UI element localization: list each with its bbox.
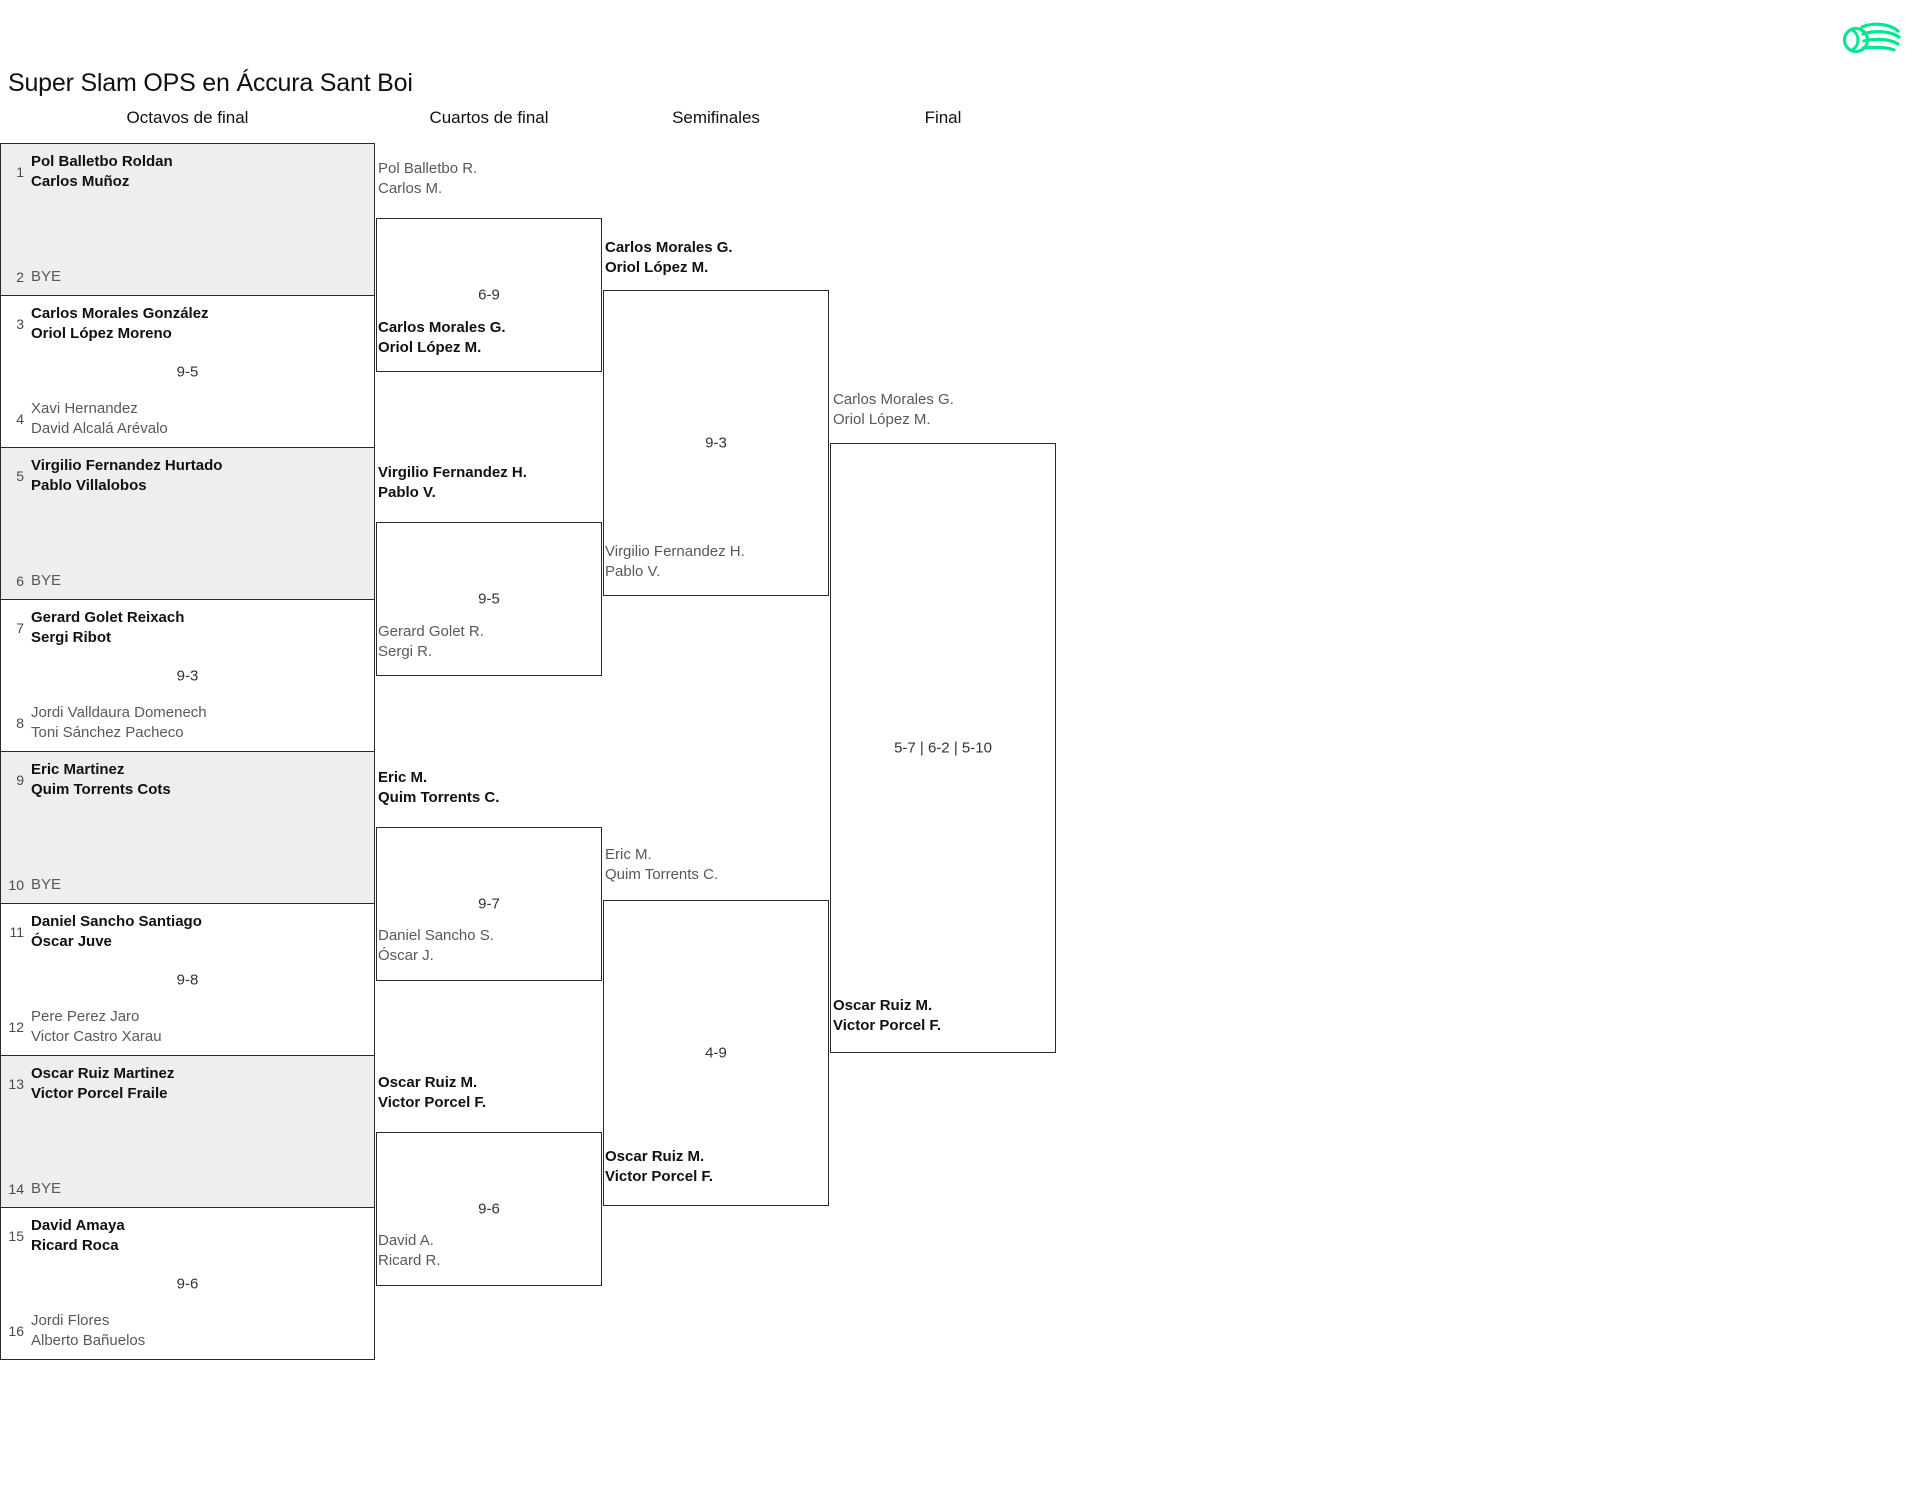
seed-number: 4 — [16, 411, 24, 427]
round-header-cuartos: Cuartos de final — [429, 108, 549, 127]
seed-number: 3 — [16, 316, 24, 332]
match-score: 9-5 — [176, 363, 199, 380]
match-score: 9-6 — [478, 1200, 500, 1218]
seed-number: 12 — [8, 1019, 24, 1035]
team-name: Carlos Morales G. Oriol López M. — [378, 319, 506, 356]
match-score: 9-3 — [705, 434, 727, 452]
match-connector-box-final[interactable]: 5-7 | 6-2 | 5-10 — [830, 443, 1056, 1053]
seed-number: 10 — [8, 877, 24, 893]
match-row[interactable]: 11 Daniel Sancho Santiago Óscar Juve 9-8… — [1, 904, 374, 1056]
team-name: Xavi Hernandez David Alcalá Arévalo — [31, 400, 168, 437]
team-name: David A. Ricard R. — [378, 1232, 441, 1269]
match-row[interactable]: 3 Carlos Morales González Oriol López Mo… — [1, 296, 374, 448]
seed-number: 2 — [16, 269, 24, 285]
team-slot-top[interactable]: 11 Daniel Sancho Santiago Óscar Juve — [1, 912, 374, 952]
team-slot-top[interactable]: 15 David Amaya Ricard Roca — [1, 1216, 374, 1256]
round1-column: 1 Pol Balletbo Roldan Carlos Muñoz 2 BYE… — [0, 143, 375, 1360]
team-slot-bottom[interactable]: 16 Jordi Flores Alberto Bañuelos — [1, 1311, 374, 1351]
team-slot-top[interactable]: 9 Eric Martinez Quim Torrents Cots — [1, 760, 374, 800]
team-name: Pol Balletbo R. Carlos M. — [378, 160, 478, 197]
bye-label: BYE — [31, 572, 62, 589]
team-name: Jordi Flores Alberto Bañuelos — [31, 1312, 146, 1349]
seed-number: 11 — [9, 924, 24, 940]
seed-number: 5 — [16, 468, 24, 484]
team-name: Oscar Ruiz M. Victor Porcel F. — [378, 1074, 487, 1111]
final-score: 5-7 | 6-2 | 5-10 — [894, 739, 992, 757]
seed-number: 14 — [8, 1181, 24, 1197]
team-name: Jordi Valldaura Domenech Toni Sánchez Pa… — [31, 704, 207, 741]
seed-number: 6 — [16, 573, 24, 589]
match-score: 9-8 — [176, 971, 199, 988]
seed-number: 16 — [8, 1323, 24, 1339]
team-slot-bottom[interactable]: 8 Jordi Valldaura Domenech Toni Sánchez … — [1, 703, 374, 743]
seed-number: 9 — [16, 772, 24, 788]
team-name: Eric Martinez Quim Torrents Cots — [31, 761, 171, 798]
team-slot-bottom[interactable]: 2 BYE — [1, 267, 374, 287]
team-name: Gerard Golet Reixach Sergi Ribot — [31, 609, 185, 646]
match-row[interactable]: 5 Virgilio Fernandez Hurtado Pablo Villa… — [1, 448, 374, 600]
team-slot-bottom[interactable]: 12 Pere Perez Jaro Victor Castro Xarau — [1, 1007, 374, 1047]
seed-number: 15 — [8, 1228, 24, 1244]
team-name: Daniel Sancho Santiago Óscar Juve — [31, 913, 202, 950]
match-row[interactable]: 7 Gerard Golet Reixach Sergi Ribot 9-3 8… — [1, 600, 374, 752]
team-slot-bottom[interactable]: 6 BYE — [1, 571, 374, 591]
team-name: David Amaya Ricard Roca — [31, 1217, 125, 1254]
team-name: Pol Balletbo Roldan Carlos Muñoz — [31, 153, 173, 190]
match-score: 9-3 — [176, 667, 199, 684]
team-slot-top[interactable]: 13 Oscar Ruiz Martinez Victor Porcel Fra… — [1, 1064, 374, 1104]
bye-label: BYE — [31, 1180, 62, 1197]
team-name: Virgilio Fernandez H. Pablo V. — [378, 464, 527, 501]
champion-name: Oscar Ruiz M. Victor Porcel F. — [833, 997, 942, 1034]
team-name: Pere Perez Jaro Victor Castro Xarau — [31, 1008, 162, 1045]
team-slot-bottom[interactable]: 10 BYE — [1, 875, 374, 895]
match-score: 4-9 — [705, 1044, 727, 1062]
team-name: Daniel Sancho S. Óscar J. — [378, 927, 494, 964]
round-header-octavos: Octavos de final — [126, 108, 249, 127]
match-row[interactable]: 1 Pol Balletbo Roldan Carlos Muñoz 2 BYE — [1, 144, 374, 296]
title-line-1: Super Slam OPS en Áccura Sant Boi — [8, 69, 413, 97]
team-name: Oscar Ruiz M. Victor Porcel F. — [605, 1148, 714, 1185]
team-slot-top[interactable]: 7 Gerard Golet Reixach Sergi Ribot — [1, 608, 374, 648]
padel-ball-logo-icon — [1842, 22, 1901, 54]
team-name: Carlos Morales G. Oriol López M. — [605, 239, 733, 276]
match-score: 9-7 — [478, 895, 500, 913]
match-row[interactable]: 15 David Amaya Ricard Roca 9-6 16 Jordi … — [1, 1208, 374, 1360]
team-name: Virgilio Fernandez Hurtado Pablo Villalo… — [31, 457, 223, 494]
match-score: 9-6 — [176, 1275, 199, 1292]
team-name: Eric M. Quim Torrents C. — [378, 769, 500, 806]
team-name: Virgilio Fernandez H. Pablo V. — [605, 543, 745, 580]
team-name: Carlos Morales G. Oriol López M. — [833, 391, 954, 428]
round-header-final: Final — [924, 108, 962, 127]
seed-number: 13 — [8, 1076, 24, 1092]
team-name: Gerard Golet R. Sergi R. — [378, 623, 484, 660]
team-name: Oscar Ruiz Martinez Victor Porcel Fraile — [31, 1065, 175, 1102]
team-name: Eric M. Quim Torrents C. — [605, 846, 719, 883]
seed-number: 1 — [16, 164, 24, 180]
round-header-semifinales: Semifinales — [672, 108, 760, 127]
seed-number: 7 — [16, 620, 24, 636]
match-row[interactable]: 9 Eric Martinez Quim Torrents Cots 10 BY… — [1, 752, 374, 904]
bye-label: BYE — [31, 268, 62, 285]
team-slot-bottom[interactable]: 4 Xavi Hernandez David Alcalá Arévalo — [1, 399, 374, 439]
team-slot-top[interactable]: 3 Carlos Morales González Oriol López Mo… — [1, 304, 374, 344]
team-slot-top[interactable]: 5 Virgilio Fernandez Hurtado Pablo Villa… — [1, 456, 374, 496]
team-slot-bottom[interactable]: 14 BYE — [1, 1179, 374, 1199]
match-score: 9-5 — [478, 590, 500, 608]
team-slot-top[interactable]: 1 Pol Balletbo Roldan Carlos Muñoz — [1, 152, 374, 192]
match-score: 6-9 — [478, 286, 500, 304]
match-row[interactable]: 13 Oscar Ruiz Martinez Victor Porcel Fra… — [1, 1056, 374, 1208]
team-name: Carlos Morales González Oriol López More… — [31, 305, 209, 342]
bye-label: BYE — [31, 876, 62, 893]
seed-number: 8 — [16, 715, 24, 731]
